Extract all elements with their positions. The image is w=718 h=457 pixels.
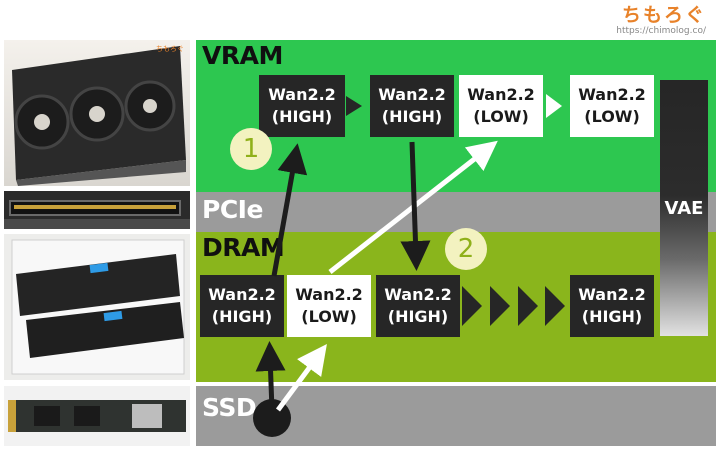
pcie-slot-illustration	[4, 200, 190, 229]
ssd-illustration	[8, 400, 186, 432]
model-variant: (LOW)	[473, 107, 529, 126]
model-name: Wan2.2	[208, 285, 276, 304]
model-variant: (HIGH)	[387, 307, 449, 326]
brand-logo: ちもろぐ https://chimolog.co/	[616, 4, 706, 37]
pcie-label: PCIe	[202, 195, 263, 224]
arrow-dram-low-to-vram-low	[328, 140, 498, 274]
arrow-ssd-to-dram-low	[275, 343, 327, 412]
dram-model-high-1: Wan2.2 (HIGH)	[200, 275, 284, 337]
model-variant: (HIGH)	[581, 307, 643, 326]
dram-model-high-3: Wan2.2 (HIGH)	[570, 275, 654, 337]
model-name: Wan2.2	[268, 85, 336, 104]
vram-model-high-2: Wan2.2 (HIGH)	[370, 75, 454, 137]
chain-triangle	[490, 286, 510, 326]
model-name: Wan2.2	[467, 85, 535, 104]
chain-triangle	[462, 286, 482, 326]
brand-url: https://chimolog.co/	[616, 26, 706, 36]
model-name: Wan2.2	[384, 285, 452, 304]
photo-watermark: ちもろぐ	[156, 45, 184, 53]
dram-model-low-1: Wan2.2 (LOW)	[287, 275, 371, 337]
vram-model-low-1: Wan2.2 (LOW)	[459, 75, 543, 137]
brand-name: ちもろぐ	[621, 4, 706, 26]
vram-model-high-1: Wan2.2 (HIGH)	[259, 75, 345, 137]
connector-triangle	[546, 94, 562, 118]
model-variant: (HIGH)	[381, 107, 443, 126]
vae-label: VAE	[664, 198, 704, 219]
chain-triangle	[545, 286, 565, 326]
model-variant: (LOW)	[584, 107, 640, 126]
model-name: Wan2.2	[578, 285, 646, 304]
step-badge-2: 2	[445, 228, 487, 270]
model-variant: (LOW)	[301, 307, 357, 326]
pcie-slot-photo	[4, 191, 190, 229]
chain-triangle	[518, 286, 538, 326]
gpu-card-illustration	[12, 46, 186, 186]
vram-model-low-2: Wan2.2 (LOW)	[570, 75, 654, 137]
dram-model-high-2: Wan2.2 (HIGH)	[376, 275, 460, 337]
ssd-photo	[4, 386, 190, 446]
step-badge-1: 1	[230, 128, 272, 170]
ram-kit-illustration	[11, 239, 185, 375]
arrow-dram-high-to-vram-high	[271, 143, 308, 277]
model-variant: (HIGH)	[271, 107, 333, 126]
arrow-ssd-to-dram-high	[255, 341, 286, 411]
ram-kit-photo	[4, 234, 190, 380]
connector-triangle	[346, 96, 362, 116]
dram-label: DRAM	[202, 233, 285, 262]
model-variant: (HIGH)	[211, 307, 273, 326]
gpu-photo: ちもろぐ	[4, 40, 190, 186]
ssd-label: SSD	[202, 393, 257, 422]
model-name: Wan2.2	[295, 285, 363, 304]
arrow-vram-high-to-dram-high	[400, 141, 431, 271]
vae-block: VAE	[660, 80, 708, 336]
model-name: Wan2.2	[578, 85, 646, 104]
vram-label: VRAM	[202, 41, 283, 70]
model-name: Wan2.2	[378, 85, 446, 104]
